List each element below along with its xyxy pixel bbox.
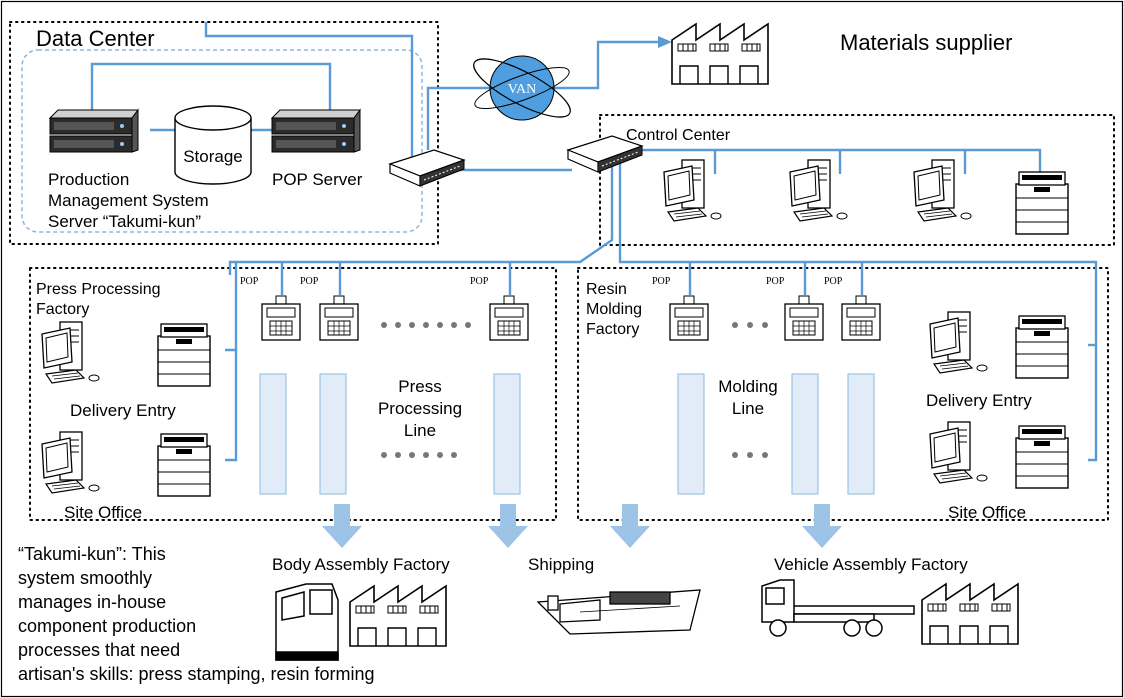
pop-terminal-icon xyxy=(489,295,529,341)
press-line-label-3: Line xyxy=(404,421,436,440)
pop-label: POP xyxy=(240,276,259,287)
site-office-pc-right-icon xyxy=(929,421,988,484)
supplier-arrowhead xyxy=(658,36,672,48)
note-line: system smoothly xyxy=(18,568,152,588)
control-pc-2-icon xyxy=(789,159,848,222)
press-factory-label-2: Factory xyxy=(36,301,89,318)
production-server-icon xyxy=(49,109,139,153)
note-line: processes that need xyxy=(18,640,180,660)
pop-terminal-icon xyxy=(841,295,881,341)
van-globe-icon xyxy=(473,55,571,121)
vehicle-assembly-factory-icon xyxy=(921,583,1019,645)
resin-factory-label-1: Resin xyxy=(586,281,627,298)
storage-label: Storage xyxy=(183,147,243,166)
pop-server-icon xyxy=(271,109,361,153)
pop-terminal-icon xyxy=(784,295,824,341)
site-office-pc-left-icon xyxy=(41,431,100,494)
molding-line-label-1: Molding xyxy=(718,377,778,396)
site-office-right-label: Site Office xyxy=(948,503,1026,522)
note-line: “Takumi-kun”: This xyxy=(18,544,166,564)
flatbed-truck-icon xyxy=(761,579,915,637)
pop-label: POP xyxy=(470,276,489,287)
pop-labels: POP POP POP POP POP POP xyxy=(240,276,843,287)
body-assembly-factory-icon xyxy=(349,585,447,647)
truck-cab-icon xyxy=(275,583,339,661)
materials-supplier-label: Materials supplier xyxy=(840,30,1012,55)
switch-left-icon xyxy=(389,149,465,187)
vehicle-assembly-label: Vehicle Assembly Factory xyxy=(774,555,968,574)
data-center-label: Data Center xyxy=(36,26,155,51)
delivery-entry-right-label: Delivery Entry xyxy=(926,391,1032,410)
press-line-label-2: Processing xyxy=(378,399,462,418)
delivery-entry-pc-right-icon xyxy=(929,311,988,374)
shipping-label: Shipping xyxy=(528,555,594,574)
production-server-label-1: Production xyxy=(48,170,129,189)
control-pc-3-icon xyxy=(913,159,972,222)
control-center-label: Control Center xyxy=(626,127,731,144)
resin-factory-label-3: Factory xyxy=(586,321,639,338)
pop-label: POP xyxy=(300,276,319,287)
press-line-label-1: Press xyxy=(398,377,441,396)
production-server-label-3: Server “Takumi-kun” xyxy=(48,212,201,231)
delivery-entry-pc-left-icon xyxy=(41,321,100,384)
pop-terminal-icon xyxy=(669,295,709,341)
site-office-printer-left-icon xyxy=(157,433,211,497)
pop-terminal-icon xyxy=(261,295,301,341)
body-assembly-label: Body Assembly Factory xyxy=(272,555,450,574)
pop-label: POP xyxy=(824,276,843,287)
data-center-box xyxy=(9,21,439,245)
site-office-printer-right-icon xyxy=(1015,425,1069,489)
pop-terminal-icon xyxy=(319,295,359,341)
press-factory-box xyxy=(29,267,557,521)
molding-line-label-2: Line xyxy=(732,399,764,418)
output-arrows xyxy=(322,504,842,548)
data-center-inner-box xyxy=(21,49,423,233)
note-line: artisan's skills: press stamping, resin … xyxy=(18,664,375,684)
note-line: component production xyxy=(18,616,196,636)
network-lines xyxy=(90,22,1098,462)
pop-label: POP xyxy=(652,276,671,287)
delivery-entry-left-label: Delivery Entry xyxy=(70,401,176,420)
system-note: “Takumi-kun”: This system smoothly manag… xyxy=(18,544,375,684)
control-printer-icon xyxy=(1015,171,1069,235)
note-line: manages in-house xyxy=(18,592,166,612)
supplier-factory-icon xyxy=(671,23,769,85)
control-center-box xyxy=(599,114,1115,246)
control-pc-1-icon xyxy=(663,159,722,222)
pop-label: POP xyxy=(766,276,785,287)
production-server-label-2: Management System xyxy=(48,191,209,210)
ship-icon xyxy=(536,589,701,635)
delivery-entry-printer-left-icon xyxy=(157,323,211,387)
press-factory-label-1: Press Processing xyxy=(36,281,161,298)
van-label: VAN xyxy=(508,82,537,97)
resin-factory-box xyxy=(577,267,1109,521)
production-lines xyxy=(259,373,875,495)
resin-factory-label-2: Molding xyxy=(586,301,642,318)
storage-icon xyxy=(174,105,252,185)
site-office-left-label: Site Office xyxy=(64,503,142,522)
ellipsis-dots xyxy=(381,322,768,458)
pop-server-label: POP Server xyxy=(272,170,363,189)
delivery-entry-printer-right-icon xyxy=(1015,315,1069,379)
